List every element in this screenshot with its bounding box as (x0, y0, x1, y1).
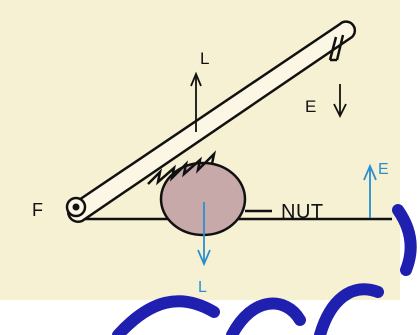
effort-top-label: E (305, 97, 316, 116)
lever-tip (328, 34, 345, 62)
effort-right-label: E (378, 161, 389, 178)
lever-handle (66, 20, 357, 223)
load-down-arrow (197, 202, 211, 267)
load-up-label: L (200, 49, 209, 68)
load-up-arrow (190, 71, 202, 132)
nut (159, 161, 247, 237)
fulcrum-label: F (32, 200, 43, 220)
effort-up-arrow (363, 163, 377, 218)
nut-label: NUT (281, 201, 324, 223)
effort-down-arrow (333, 84, 347, 119)
load-down-label: L (198, 279, 207, 296)
serrated-jaw (147, 150, 217, 186)
watermark (112, 204, 417, 335)
fulcrum-pivot-inner (72, 203, 80, 211)
